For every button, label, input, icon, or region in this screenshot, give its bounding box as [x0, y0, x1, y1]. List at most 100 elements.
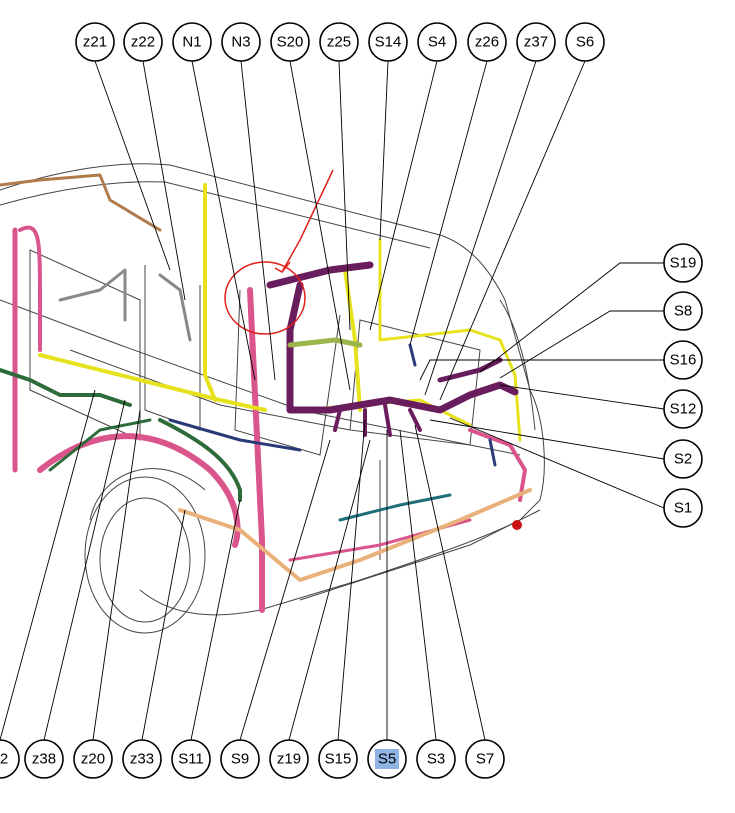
callout-label: S8 [674, 303, 692, 320]
leader-line [499, 310, 664, 379]
callout-label: S4 [428, 34, 446, 51]
harness-grey [58, 268, 192, 342]
callout-top-z37[interactable]: z37 [516, 22, 556, 62]
annotation-circle [224, 261, 306, 335]
callout-bottom-z38[interactable]: z38 [24, 739, 64, 779]
leader-lines [0, 60, 665, 741]
callout-top-z25[interactable]: z25 [319, 22, 359, 62]
callout-label: S19 [670, 255, 697, 272]
callout-label: 2 [0, 751, 8, 768]
callout-bottom-S11[interactable]: S11 [171, 739, 211, 779]
callout-label: S3 [427, 751, 445, 768]
callout-label: N1 [182, 34, 201, 51]
leader-line [399, 429, 437, 741]
callout-bottom-S9[interactable]: S9 [220, 739, 260, 779]
leader-line [289, 60, 351, 391]
annotation-arrow-shaft [281, 169, 334, 273]
callout-top-S14[interactable]: S14 [368, 22, 408, 62]
callout-label: N3 [231, 34, 250, 51]
leader-line [338, 60, 351, 331]
callout-label: S16 [670, 352, 697, 369]
callout-top-z26[interactable]: z26 [467, 22, 507, 62]
harness-purple-pillar [286, 281, 334, 414]
harness-green-left [0, 368, 132, 407]
leader-line [141, 509, 186, 741]
harness-pink-front [18, 225, 42, 352]
callout-label: S14 [375, 34, 402, 51]
selection-highlight [375, 749, 399, 769]
callout-label: S7 [476, 751, 494, 768]
leader-line [414, 424, 486, 741]
callout-top-N1[interactable]: N1 [172, 22, 212, 62]
callout-right-S8[interactable]: S8 [663, 291, 703, 331]
callout-right-S2[interactable]: S2 [663, 439, 703, 479]
harness-wires [0, 173, 532, 613]
callout-right-S12[interactable]: S12 [663, 389, 703, 429]
leader-line [337, 419, 366, 741]
leader-line [190, 499, 241, 741]
callout-label: z37 [524, 34, 548, 51]
callout-label: z38 [32, 751, 56, 768]
callout-top-S4[interactable]: S4 [417, 22, 457, 62]
harness-pink-rear [468, 428, 527, 502]
callout-label: S12 [670, 401, 697, 418]
callout-label: S9 [231, 751, 249, 768]
callout-top-z22[interactable]: z22 [123, 22, 163, 62]
leader-line [240, 60, 276, 381]
harness-yellow-rear [378, 238, 522, 442]
callout-bottom-S15[interactable]: S15 [318, 739, 358, 779]
connector-red [512, 520, 522, 530]
leader-line [191, 60, 256, 381]
leader-line [499, 384, 665, 410]
callout-bottom-z20[interactable]: z20 [73, 739, 113, 779]
callout-top-N3[interactable]: N3 [221, 22, 261, 62]
harness-teal [338, 493, 452, 522]
callout-label: S20 [277, 34, 304, 51]
annotation-arrow-head [274, 261, 291, 273]
callout-bottom-z19[interactable]: z19 [269, 739, 309, 779]
callout-top-S20[interactable]: S20 [270, 22, 310, 62]
leader-line [43, 399, 126, 741]
annotation-marker [224, 169, 334, 335]
callout-bottom-S5-selected[interactable]: S5 [367, 739, 407, 779]
harness-green-floor [158, 418, 242, 502]
callout-label: z21 [83, 34, 107, 51]
harness-grey-top [0, 173, 162, 232]
leader-line [409, 60, 488, 346]
callout-label: S5 [378, 751, 396, 768]
callout-right-S1[interactable]: S1 [663, 488, 703, 528]
callout-label: S2 [674, 451, 692, 468]
harness-green-front [48, 418, 152, 472]
callout-top-S6[interactable]: S6 [565, 22, 605, 62]
leader-line [449, 417, 665, 509]
callout-right-S16[interactable]: S16 [663, 340, 703, 380]
leader-line [92, 409, 141, 741]
callout-bottom-z33[interactable]: z33 [122, 739, 162, 779]
leader-line [94, 60, 171, 271]
leader-line [142, 60, 186, 301]
callout-label: S11 [178, 751, 204, 768]
callout-label: z19 [277, 751, 301, 768]
callout-label: S1 [674, 500, 692, 517]
callout-bottom-2[interactable]: 2 [0, 739, 20, 779]
leader-line [369, 60, 438, 331]
leader-line [439, 60, 586, 401]
callout-label: S6 [576, 34, 594, 51]
harness-purple-roof [266, 261, 374, 289]
callout-bottom-S7[interactable]: S7 [465, 739, 505, 779]
callout-label: z33 [130, 751, 154, 768]
harness-purple-upper-rear [437, 357, 503, 383]
callout-label: z20 [81, 751, 105, 768]
harness-yellow-door [38, 353, 267, 412]
callout-label: z25 [327, 34, 351, 51]
callout-label: z26 [475, 34, 499, 51]
callout-top-z21[interactable]: z21 [75, 22, 115, 62]
callout-label: z22 [131, 34, 155, 51]
callout-bottom-S3[interactable]: S3 [416, 739, 456, 779]
leader-line [429, 419, 665, 460]
callout-right-S19[interactable]: S19 [663, 243, 703, 283]
leader-line [419, 359, 664, 381]
leader-line [239, 439, 331, 741]
harness-navy [168, 343, 497, 467]
